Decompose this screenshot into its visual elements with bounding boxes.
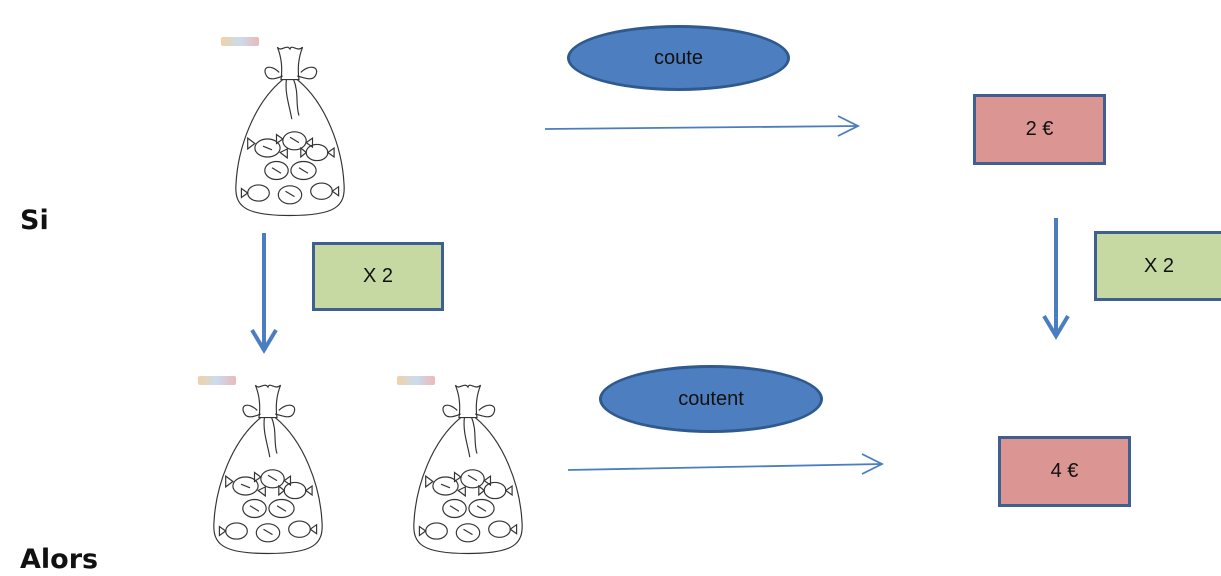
arrow-bag-to-price-top [544,115,861,137]
bag-logo-bottom-1 [198,376,236,385]
candy-bag-bottom-1 [213,384,323,555]
label-si: Si [20,205,49,236]
price-box-top: 2 € [973,94,1106,165]
bag-logo-bottom-2 [397,376,435,385]
multiplier-box-right: X 2 [1094,231,1221,301]
bag-logo-top [221,37,259,46]
arrow-bags-to-price-bottom [567,453,885,475]
candy-bag-bottom-2 [413,384,523,555]
arrow-right-multiply [1042,218,1070,340]
label-alors: Alors [20,544,99,575]
candy-bag-top [235,46,345,217]
arrow-left-multiply [250,233,278,354]
price-box-bottom: 4 € [998,436,1131,507]
verb-ellipse-bottom: coutent [599,365,823,433]
multiplier-box-left: X 2 [312,242,444,311]
verb-ellipse-top: coute [567,25,790,91]
